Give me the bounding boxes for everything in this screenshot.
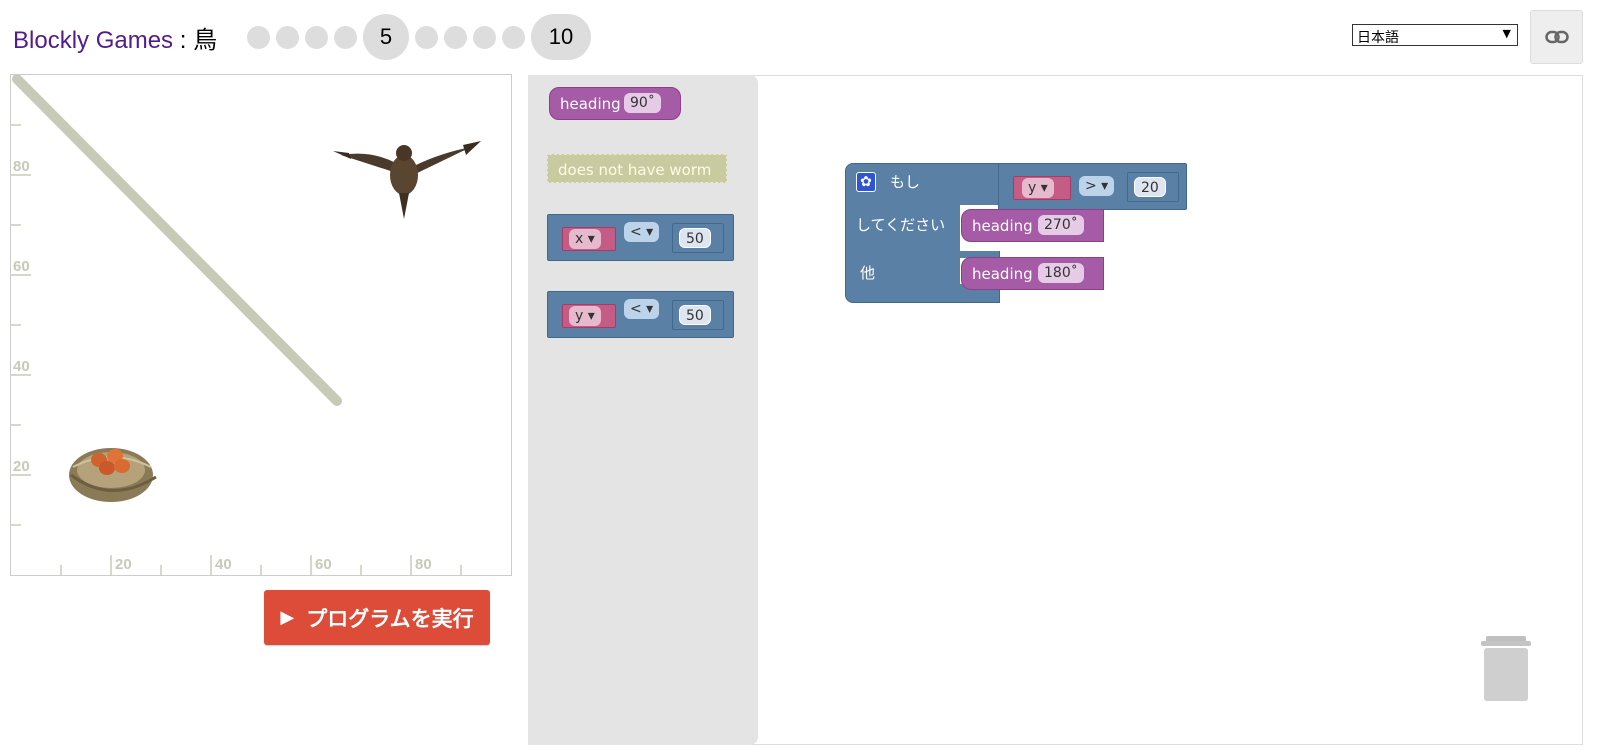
y-axis-ticks: [11, 124, 31, 526]
var-y-block[interactable]: y ▾: [562, 304, 616, 328]
number-block-x[interactable]: 50: [672, 223, 724, 253]
title-separator: :: [173, 27, 194, 54]
level-6-dot[interactable]: [415, 25, 438, 49]
else-heading-angle-field[interactable]: 180˚: [1038, 263, 1084, 283]
nest-icon: [69, 448, 157, 502]
y-label-80: 80: [13, 158, 30, 175]
level-9-dot[interactable]: [502, 25, 525, 49]
if-label: もし: [890, 173, 921, 191]
wall-line: [12, 75, 342, 406]
level-3-dot[interactable]: [305, 25, 328, 49]
y-label-60: 60: [13, 258, 30, 275]
level-1-dot[interactable]: [247, 25, 270, 49]
run-button-label: プログラムを実行: [306, 606, 474, 631]
x-axis-ticks: [60, 555, 462, 575]
page-title: Blockly Games : 鳥: [13, 20, 217, 55]
bird-visualization: 80 60 40 20 20 40 60 80: [10, 74, 512, 576]
y-label-20: 20: [13, 458, 30, 475]
var-x-block[interactable]: x ▾: [562, 227, 616, 251]
link-icon: [1544, 30, 1569, 44]
x-label-80: 80: [415, 556, 432, 573]
level-2-dot[interactable]: [276, 25, 299, 49]
else-heading-label: heading: [972, 265, 1033, 283]
compare-op-y-field[interactable]: < ▾: [624, 299, 660, 319]
level-7-dot[interactable]: [444, 25, 467, 49]
level-8-dot[interactable]: [473, 25, 496, 49]
level-current[interactable]: 5: [363, 14, 409, 60]
number-y-field[interactable]: 50: [679, 305, 711, 325]
toolbox-heading-block[interactable]: heading 90˚: [549, 87, 681, 120]
then-heading-block[interactable]: heading 270˚: [961, 209, 1104, 242]
cond-op-field[interactable]: > ▾: [1079, 176, 1115, 196]
game-name: 鳥: [193, 27, 218, 54]
then-heading-angle-field[interactable]: 270˚: [1038, 215, 1084, 235]
bird-icon: [333, 141, 481, 219]
cond-var-field[interactable]: y ▾: [1022, 178, 1054, 198]
run-program-button[interactable]: ▶ プログラムを実行: [264, 590, 490, 645]
viz-canvas: 80 60 40 20 20 40 60 80: [11, 75, 481, 575]
language-value: 日本語: [1357, 30, 1399, 46]
play-icon: ▶: [280, 607, 295, 628]
level-selector: 5 10: [244, 14, 594, 60]
x-label-20: 20: [115, 556, 132, 573]
number-block-y[interactable]: 50: [672, 300, 724, 330]
heading-angle-field[interactable]: 90˚: [624, 93, 661, 113]
then-heading-label: heading: [972, 217, 1033, 235]
compare-op-x-field[interactable]: < ▾: [624, 222, 660, 242]
worm-label: does not have worm: [558, 161, 712, 179]
else-heading-block[interactable]: heading 180˚: [961, 257, 1104, 290]
var-y-field[interactable]: y ▾: [569, 306, 601, 326]
brand-link[interactable]: Blockly Games: [13, 27, 174, 54]
trash-icon[interactable]: [1478, 633, 1534, 703]
else-label: 他: [860, 264, 876, 282]
cond-number-block[interactable]: 20: [1127, 172, 1179, 202]
chevron-down-icon: ▼: [1502, 27, 1511, 40]
gear-icon[interactable]: ✿: [856, 172, 876, 192]
x-label-40: 40: [215, 556, 232, 573]
y-label-40: 40: [13, 358, 30, 375]
number-x-field[interactable]: 50: [679, 228, 711, 248]
language-select[interactable]: 日本語 ▼: [1352, 24, 1518, 46]
toolbox-compare-y-block[interactable]: y ▾ < ▾ 50: [547, 291, 734, 338]
block-toolbox-flyout[interactable]: [528, 75, 758, 745]
link-button[interactable]: [1530, 10, 1583, 64]
var-x-field[interactable]: x ▾: [569, 229, 601, 249]
level-4-dot[interactable]: [334, 25, 357, 49]
do-label: してください: [856, 216, 946, 234]
cond-number-field[interactable]: 20: [1134, 177, 1166, 197]
x-label-60: 60: [315, 556, 332, 573]
cond-var-block[interactable]: y ▾: [1013, 176, 1071, 200]
condition-compare-block[interactable]: y ▾ > ▾ 20: [998, 163, 1187, 210]
toolbox-compare-x-block[interactable]: x ▾ < ▾ 50: [547, 214, 734, 261]
level-last[interactable]: 10: [531, 14, 591, 60]
heading-label: heading: [560, 95, 621, 113]
toolbox-worm-block[interactable]: does not have worm: [547, 154, 727, 183]
